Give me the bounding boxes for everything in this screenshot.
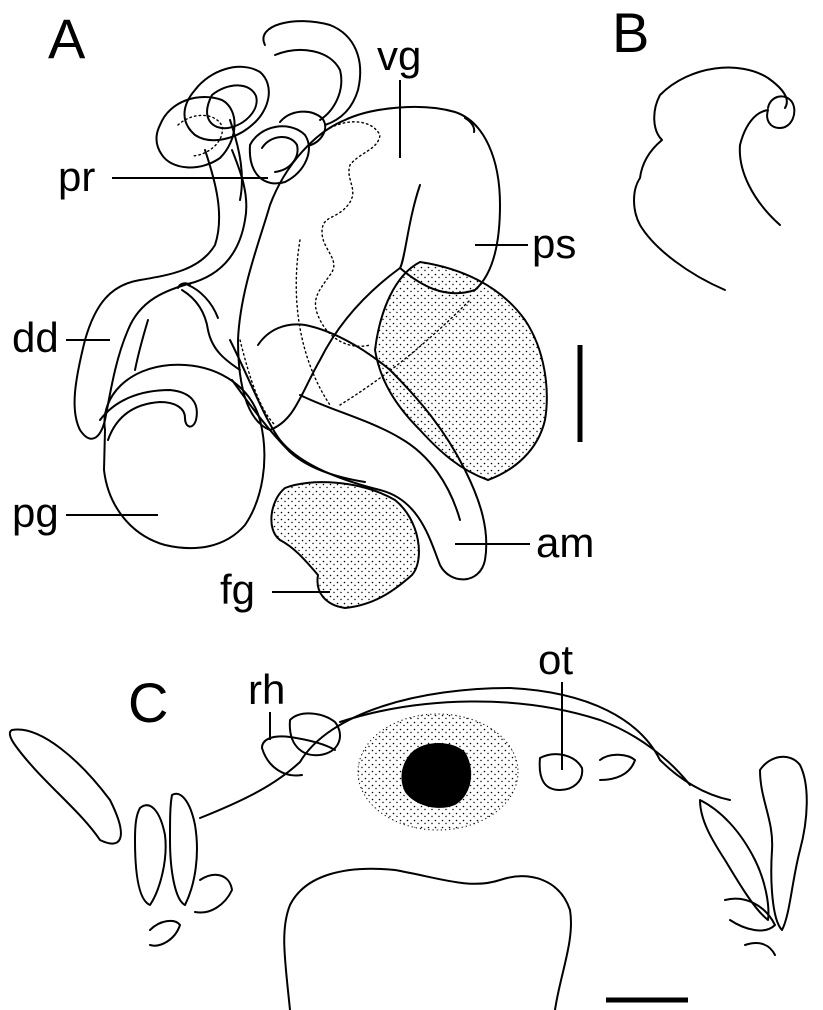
rh-label: rh <box>248 666 285 713</box>
small-duct <box>182 290 240 370</box>
dd-label: dd <box>12 314 59 361</box>
panel-b: B <box>612 1 794 290</box>
rhinophore-left-fold <box>262 748 302 776</box>
vg-label: vg <box>377 32 421 79</box>
female-gland-lower <box>271 482 419 608</box>
dotted-division-3 <box>296 240 330 405</box>
left-tentacle-3 <box>170 794 197 905</box>
prostate-curve <box>400 185 420 268</box>
prostate-right-edge <box>465 118 474 132</box>
ps-label: ps <box>532 220 576 267</box>
ot-label: ot <box>538 636 573 683</box>
left-tentacle-4 <box>150 875 232 946</box>
panel-b-outer-curve <box>634 68 787 290</box>
coil-tube-1 <box>263 21 360 125</box>
right-tentacle-2 <box>700 800 768 920</box>
panel-a-letter: A <box>48 7 86 70</box>
panel-c-letter: C <box>128 671 168 734</box>
middle-tube <box>232 380 365 482</box>
panel-a-drawing <box>75 21 547 608</box>
mouth-outline <box>284 869 571 1010</box>
coil-tube-1b <box>275 50 341 120</box>
deferent-duct-inner <box>135 320 148 370</box>
penial-gland-tube <box>100 390 197 440</box>
deferent-duct <box>75 150 247 439</box>
vesicular-gland-dotted <box>315 122 380 346</box>
oral-tentacle-right <box>540 754 583 790</box>
panel-b-spiral <box>740 96 795 225</box>
am-label: am <box>536 519 594 566</box>
coil-tube-4b <box>262 137 298 172</box>
right-lobe <box>600 755 635 780</box>
fg-label: fg <box>220 566 255 613</box>
eye-spot <box>401 743 471 808</box>
pr-label: pr <box>58 153 95 200</box>
panel-b-letter: B <box>612 1 649 64</box>
coil-tube-2b <box>207 85 257 128</box>
female-gland-upper <box>375 262 547 480</box>
left-tentacle-1 <box>10 730 121 844</box>
pg-label: pg <box>12 489 59 536</box>
coil-tube-5 <box>280 112 325 146</box>
left-tentacle-2 <box>135 805 166 905</box>
panel-c: C <box>10 671 807 1010</box>
